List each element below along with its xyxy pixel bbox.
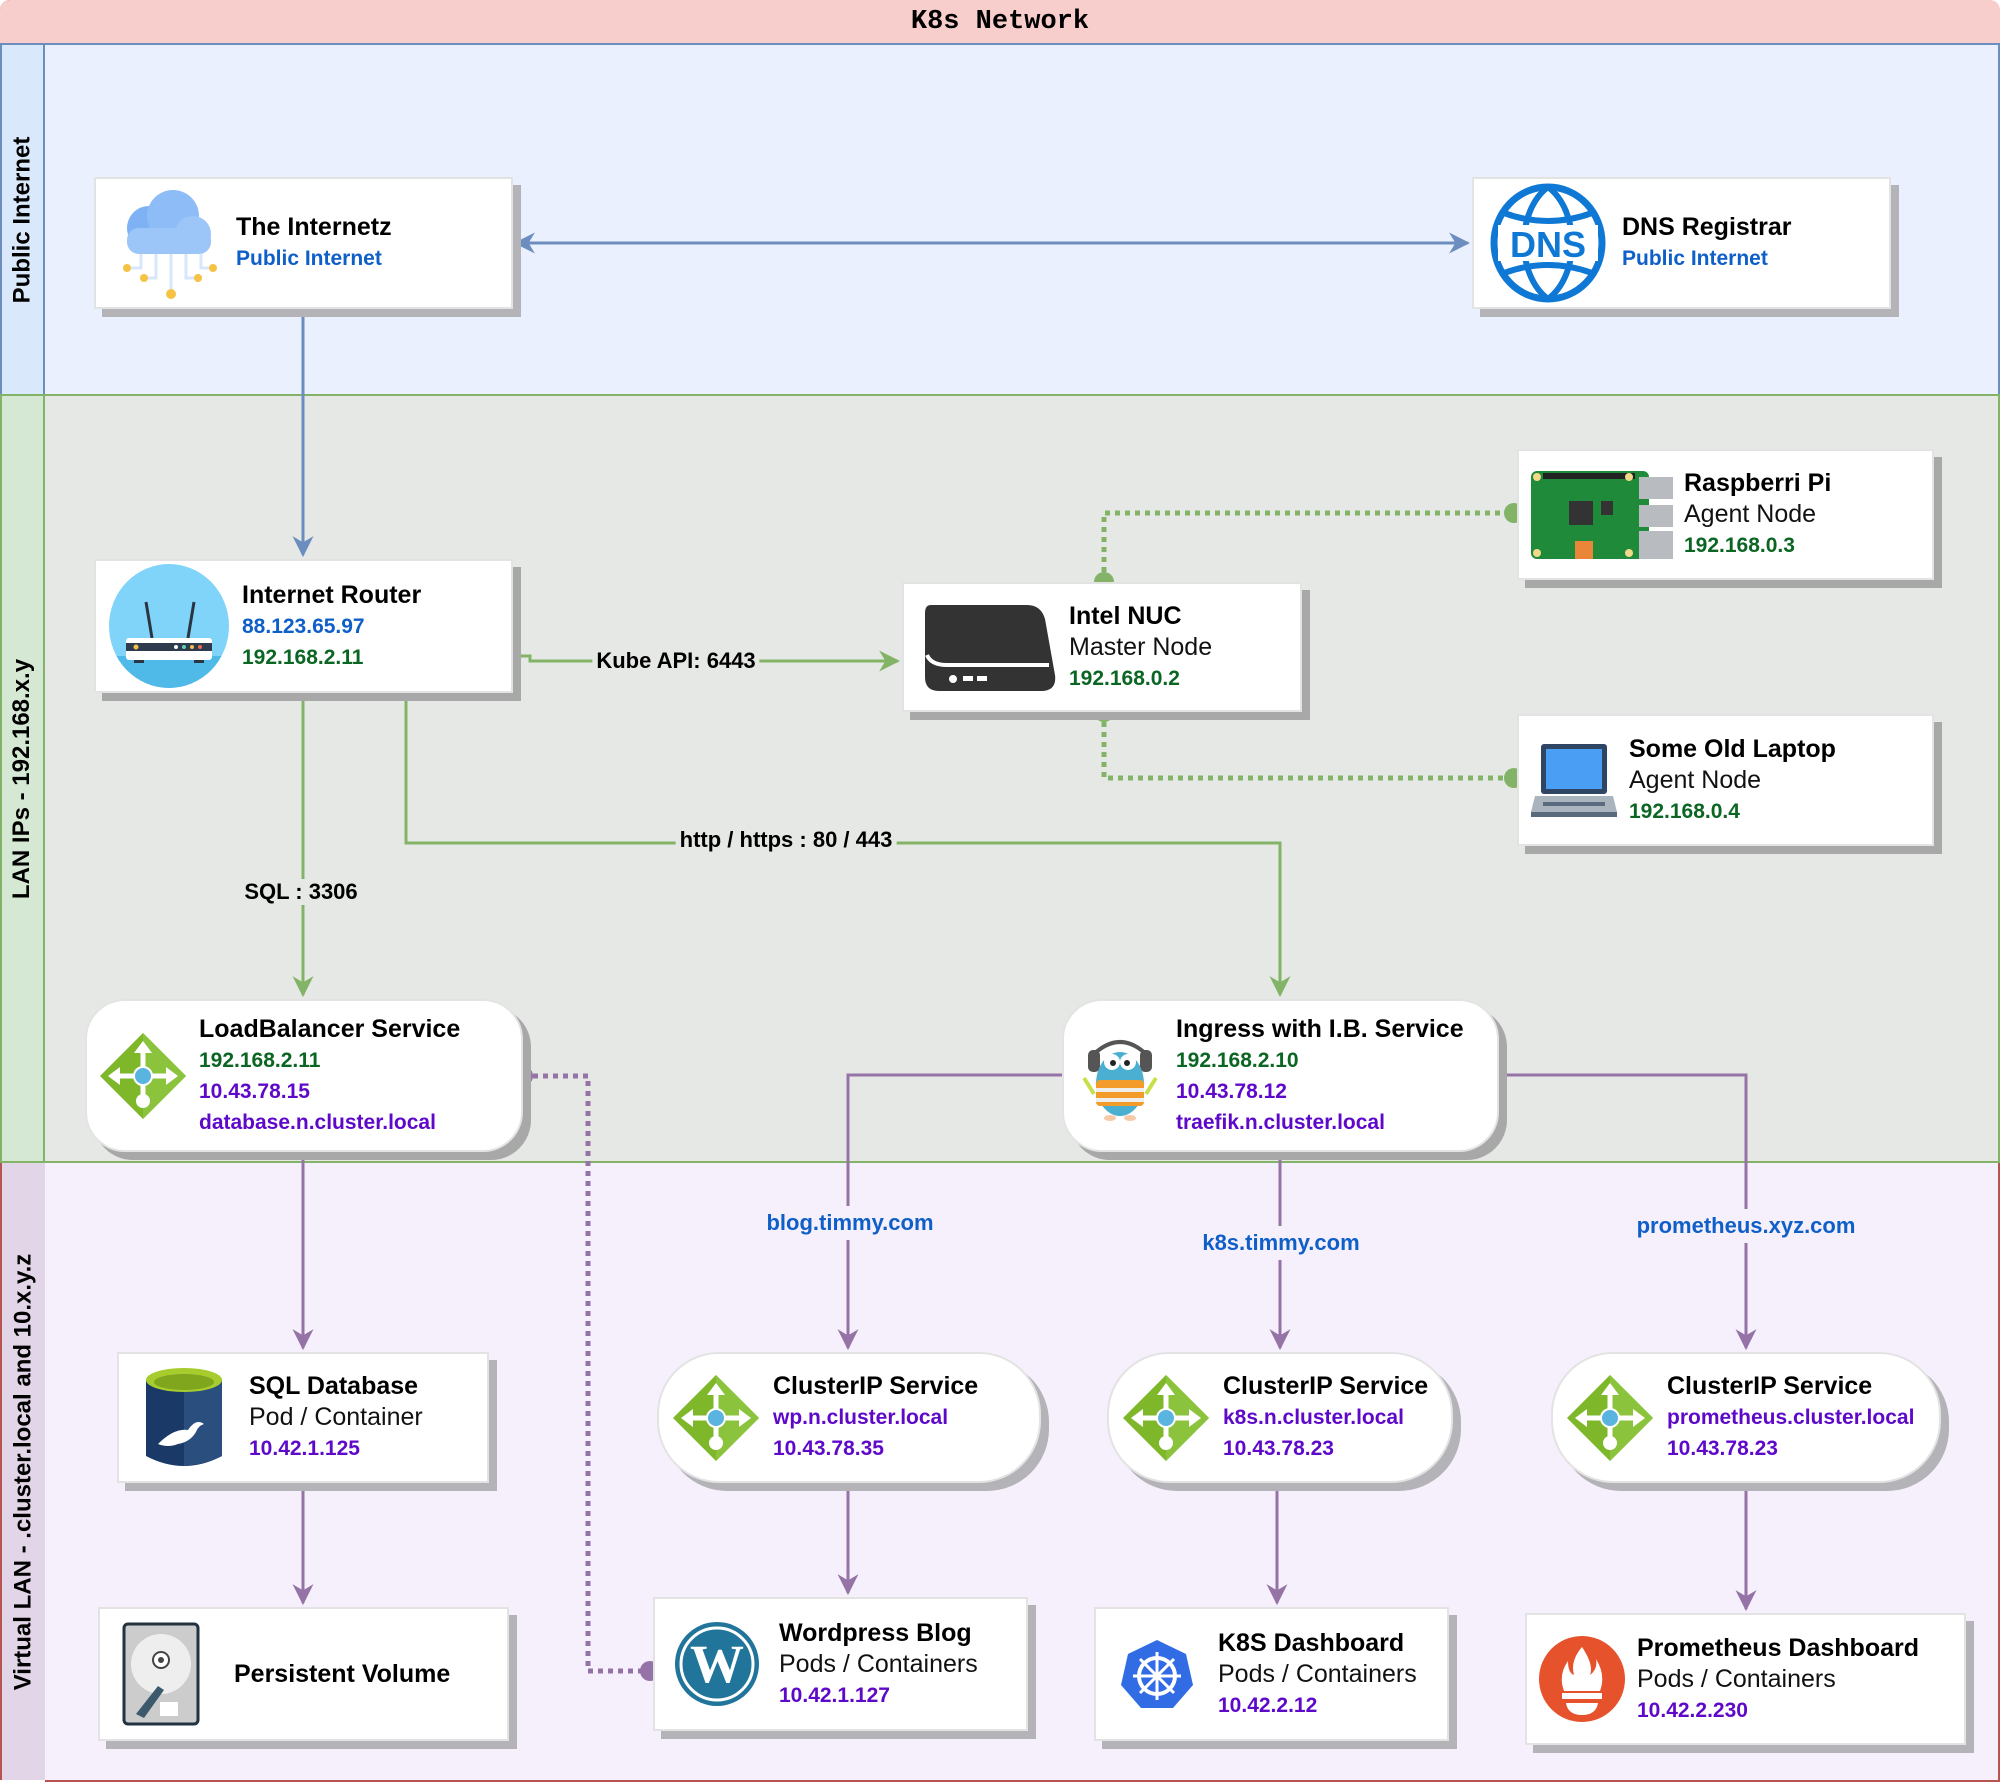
host-label-prometheus: prometheus.xyz.com	[1632, 1209, 1860, 1243]
cluster-dns: k8s.n.cluster.local	[1223, 1406, 1404, 1429]
node-title: Ingress with I.B. Service	[1176, 1014, 1464, 1043]
node-prometheus-dashboard[interactable]: Prometheus Dashboard Pods / Containers 1…	[1525, 1613, 1966, 1745]
node-old-laptop[interactable]: Some Old Laptop Agent Node 192.168.0.4	[1517, 714, 1934, 846]
node-dns-registrar[interactable]: DNS DNS Registrar Public Internet	[1472, 177, 1891, 309]
node-title: The Internetz	[236, 213, 392, 241]
lan-ip: 192.168.2.11	[242, 645, 364, 669]
node-zone: Public Internet	[236, 247, 382, 270]
mini-pc-icon	[904, 597, 1069, 697]
kubernetes-icon	[1096, 1638, 1218, 1710]
edge-label-sql: SQL : 3306	[240, 879, 362, 905]
node-title: ClusterIP Service	[773, 1372, 979, 1400]
node-title: ClusterIP Service	[1223, 1372, 1429, 1400]
load-balancer-icon	[1553, 1373, 1667, 1463]
dns-globe-icon: DNS	[1474, 181, 1622, 305]
node-title: LoadBalancer Service	[199, 1014, 461, 1043]
node-title: Intel NUC	[1069, 601, 1182, 630]
router-icon	[96, 564, 242, 688]
lan-ip: 192.168.2.11	[199, 1048, 321, 1072]
cluster-ip: 10.43.78.12	[1176, 1079, 1287, 1103]
node-internet-router[interactable]: Internet Router 88.123.65.97 192.168.2.1…	[94, 559, 513, 693]
cloud-icon	[96, 186, 236, 301]
lan-ip: 192.168.0.3	[1684, 534, 1795, 557]
node-title: Prometheus Dashboard	[1637, 1633, 1920, 1662]
host-label-k8s: k8s.timmy.com	[1198, 1226, 1364, 1260]
node-k8s-dashboard[interactable]: K8S Dashboard Pods / Containers 10.42.2.…	[1094, 1607, 1467, 1759]
node-sql-database[interactable]: SQL Database Pod / Container 10.42.1.125	[117, 1352, 489, 1483]
node-raspberry-pi[interactable]: Raspberri Pi Agent Node 192.168.0.3	[1517, 449, 1934, 580]
cluster-ip: 10.43.78.35	[773, 1437, 884, 1460]
wordpress-icon: W	[655, 1620, 779, 1708]
cluster-ip: 10.43.78.15	[199, 1079, 310, 1103]
node-title: Persistent Volume	[234, 1659, 451, 1688]
node-ingress-service[interactable]: Ingress with I.B. Service 192.168.2.10 1…	[1062, 999, 1499, 1152]
cluster-ip: 10.43.78.23	[1223, 1437, 1334, 1460]
node-wordpress-blog[interactable]: W Wordpress Blog Pods / Containers 10.42…	[653, 1597, 1046, 1749]
node-title: Raspberri Pi	[1684, 469, 1832, 497]
node-title: Wordpress Blog	[779, 1618, 972, 1647]
traefik-gopher-icon	[1064, 1030, 1176, 1122]
node-persistent-volume[interactable]: Persistent Volume	[98, 1607, 509, 1741]
cluster-dns: traefik.n.cluster.local	[1176, 1110, 1385, 1134]
load-balancer-icon	[87, 1031, 199, 1121]
node-role: Pods / Containers	[1637, 1664, 1836, 1693]
node-title: ClusterIP Service	[1667, 1372, 1873, 1400]
edge-label-kube-api: Kube API: 6443	[592, 648, 760, 674]
node-clusterip-prometheus[interactable]: ClusterIP Service prometheus.cluster.loc…	[1551, 1352, 1941, 1483]
mariadb-database-icon	[119, 1366, 249, 1470]
raspberry-pi-board-icon	[1519, 467, 1684, 563]
cluster-dns: database.n.cluster.local	[199, 1110, 436, 1134]
public-ip: 88.123.65.97	[242, 614, 365, 638]
cluster-ip: 10.43.78.23	[1667, 1437, 1778, 1460]
load-balancer-icon	[659, 1373, 773, 1463]
node-role: Pods / Containers	[1218, 1659, 1417, 1688]
pod-ip: 10.42.2.230	[1637, 1698, 1748, 1722]
node-clusterip-k8s[interactable]: ClusterIP Service k8s.n.cluster.local 10…	[1107, 1352, 1453, 1483]
laptop-icon	[1519, 740, 1629, 820]
node-loadbalancer-service[interactable]: LoadBalancer Service 192.168.2.11 10.43.…	[85, 999, 523, 1152]
diagram-title: K8s Network	[910, 6, 1090, 37]
edge-label-http: http / https : 80 / 443	[675, 827, 897, 853]
svg-text:W: W	[690, 1634, 744, 1694]
node-role: Pods / Containers	[779, 1649, 978, 1678]
node-title: K8S Dashboard	[1218, 1628, 1405, 1657]
node-clusterip-wordpress[interactable]: ClusterIP Service wp.n.cluster.local 10.…	[657, 1352, 1041, 1483]
pod-ip: 10.42.1.125	[249, 1437, 360, 1460]
node-zone: Public Internet	[1622, 247, 1768, 270]
host-label-blog: blog.timmy.com	[762, 1206, 938, 1240]
pod-ip: 10.42.1.127	[779, 1683, 890, 1707]
diagram-title-bar: K8s Network	[0, 0, 2000, 45]
node-role: Master Node	[1069, 632, 1213, 661]
cluster-dns: wp.n.cluster.local	[773, 1406, 949, 1429]
hard-drive-icon	[106, 1622, 216, 1726]
prometheus-icon	[1527, 1635, 1637, 1723]
svg-text:DNS: DNS	[1510, 224, 1586, 265]
node-title: Internet Router	[242, 580, 422, 609]
node-title: SQL Database	[249, 1372, 419, 1400]
node-title: Some Old Laptop	[1629, 734, 1836, 763]
node-role: Pod / Container	[249, 1403, 423, 1431]
node-intel-nuc[interactable]: Intel NUC Master Node 192.168.0.2	[902, 582, 1302, 712]
node-role: Agent Node	[1629, 765, 1762, 794]
cluster-dns: prometheus.cluster.local	[1667, 1406, 1915, 1429]
lan-ip: 192.168.0.2	[1069, 666, 1180, 690]
lan-ip: 192.168.0.4	[1629, 799, 1740, 823]
pod-ip: 10.42.2.12	[1218, 1693, 1318, 1717]
lan-ip: 192.168.2.10	[1176, 1048, 1299, 1072]
node-role: Agent Node	[1684, 500, 1817, 528]
node-title: DNS Registrar	[1622, 213, 1792, 241]
node-the-internetz[interactable]: The Internetz Public Internet	[94, 177, 513, 309]
load-balancer-icon	[1109, 1373, 1223, 1463]
